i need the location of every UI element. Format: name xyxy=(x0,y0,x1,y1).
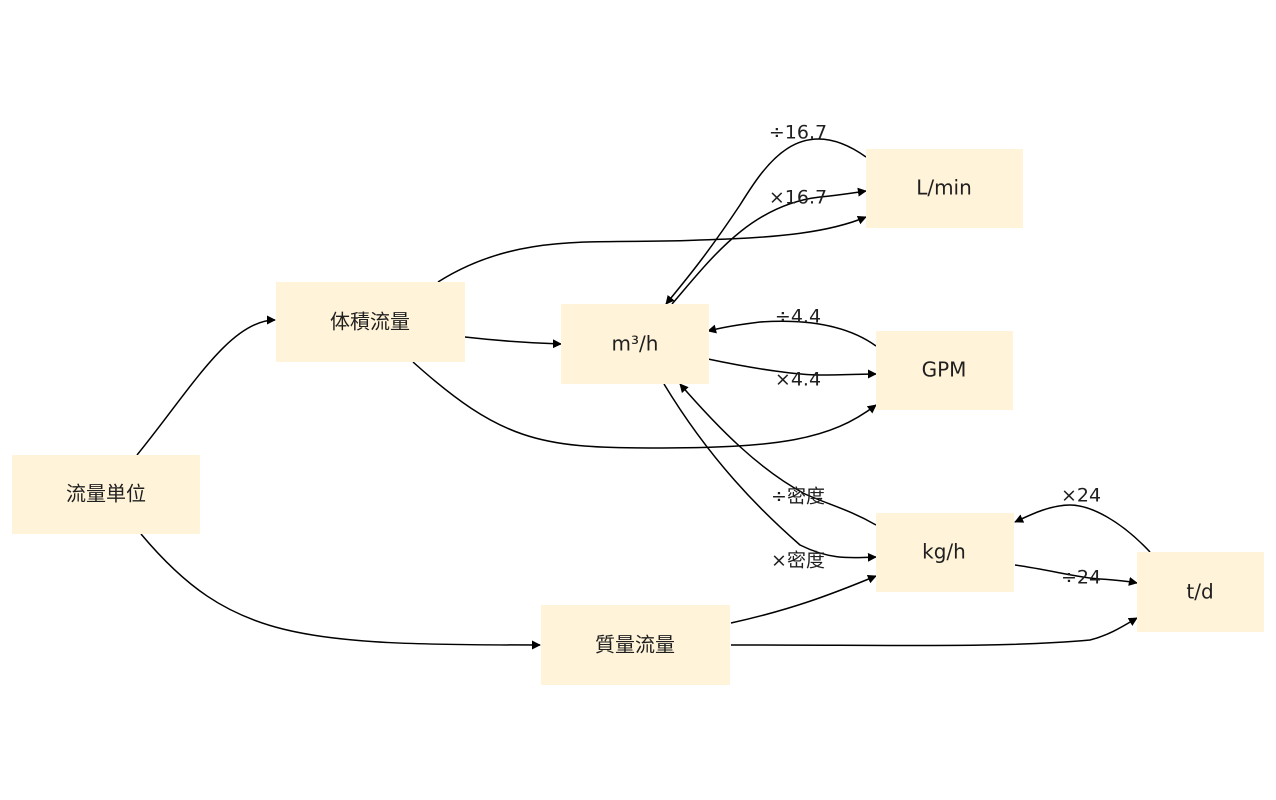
node-gpm: GPM xyxy=(876,331,1013,410)
node-m3h: m³/h xyxy=(561,304,709,384)
edge-massflow-to-kgh xyxy=(730,574,877,624)
edge-label-kgh-to-td: ÷24 xyxy=(1061,567,1101,589)
edge-label-m3h-to-lmin: ×16.7 xyxy=(769,187,827,209)
node-flow-units-label: 流量単位 xyxy=(66,482,146,506)
edge-m3h-to-gpm xyxy=(707,358,877,379)
edge-massflow-to-td xyxy=(730,617,1138,647)
edge-m3h-to-kgh xyxy=(663,383,877,562)
node-kgh: kg/h xyxy=(876,513,1014,592)
node-lmin-label: L/min xyxy=(916,176,972,200)
edge-volumeflow-to-lmin xyxy=(437,215,867,283)
edge-volumeflow-to-gpm xyxy=(412,361,877,449)
node-lmin: L/min xyxy=(866,149,1023,228)
edge-kgh-to-m3h xyxy=(679,383,877,526)
edge-flowunits-to-volumeflow xyxy=(136,315,276,456)
edge-td-to-kgh xyxy=(1014,504,1151,553)
edge-label-td-to-kgh: ×24 xyxy=(1061,485,1101,507)
edge-lmin-to-m3h xyxy=(665,138,867,305)
node-mass-flow: 質量流量 xyxy=(541,605,730,685)
node-td: t/d xyxy=(1137,552,1264,632)
node-gpm-label: GPM xyxy=(922,358,967,382)
node-td-label: t/d xyxy=(1186,580,1213,604)
edge-flowunits-to-massflow xyxy=(140,533,541,650)
edge-kgh-to-td xyxy=(1014,564,1138,586)
node-mass-flow-label: 質量流量 xyxy=(595,633,675,657)
node-volume-flow-label: 体積流量 xyxy=(330,310,410,334)
node-m3h-label: m³/h xyxy=(612,332,659,356)
edge-volumeflow-to-m3h xyxy=(464,336,562,349)
node-volume-flow: 体積流量 xyxy=(276,282,465,362)
node-kgh-label: kg/h xyxy=(922,540,966,564)
edge-gpm-to-m3h xyxy=(707,320,877,347)
edge-label-kgh-to-m3h: ÷密度 xyxy=(771,486,825,508)
edge-label-m3h-to-gpm: ×4.4 xyxy=(775,369,821,391)
edge-label-m3h-to-kgh: ×密度 xyxy=(771,550,825,572)
node-flow-units: 流量単位 xyxy=(12,455,200,534)
edge-label-lmin-to-m3h: ÷16.7 xyxy=(769,122,827,144)
edge-m3h-to-lmin xyxy=(671,187,867,305)
edge-label-gpm-to-m3h: ÷4.4 xyxy=(775,306,821,328)
